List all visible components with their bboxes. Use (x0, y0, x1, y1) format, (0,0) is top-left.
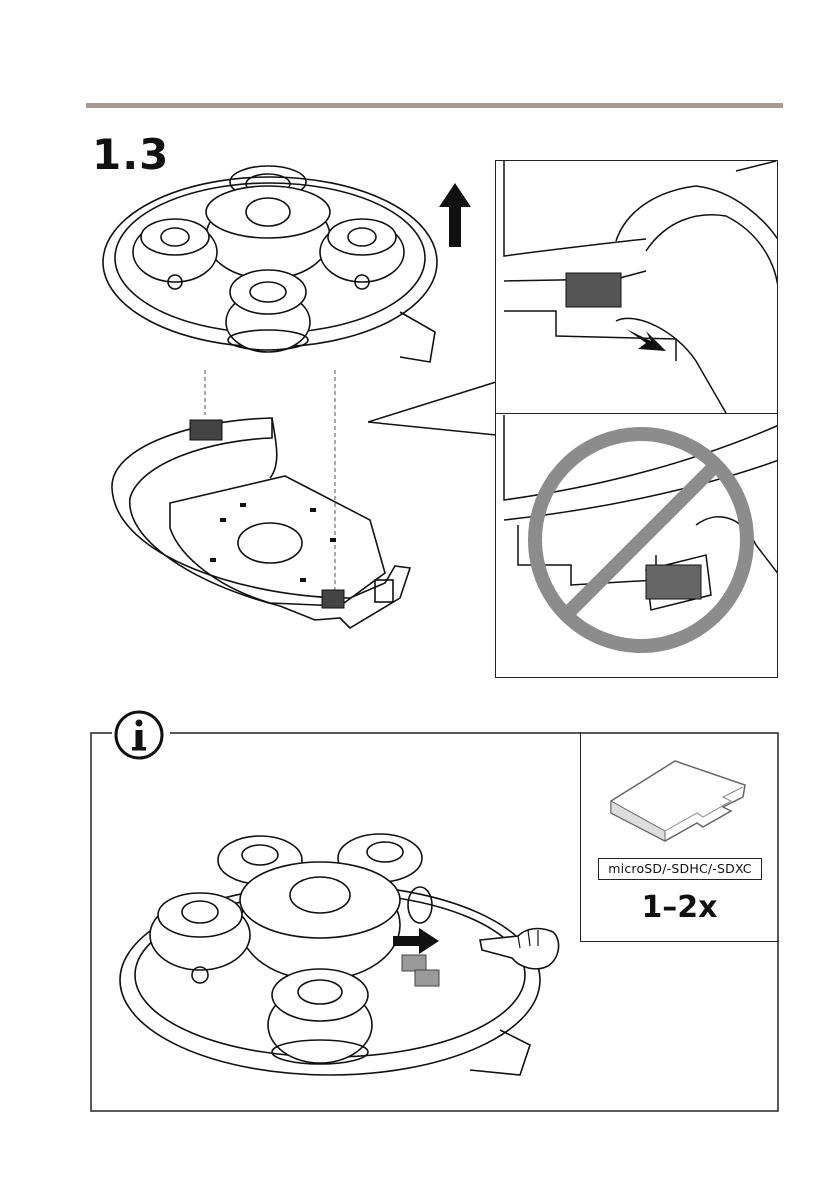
arrow-right-icon (393, 928, 439, 954)
info-icon (112, 708, 166, 762)
camera-top-illustration (100, 162, 445, 372)
detail-box (495, 160, 778, 678)
arrow-up-icon (437, 183, 473, 247)
prohibited-icon (524, 423, 758, 657)
sd-card-icon (605, 755, 750, 845)
camera-base-illustration (100, 408, 415, 633)
detail-divider (496, 413, 777, 414)
pointing-hand-illustration (478, 918, 563, 973)
sd-card-label: microSD/-SDHC/-SDXC (598, 858, 762, 880)
detail-correct-illustration (496, 161, 778, 413)
sd-card-quantity: 1–2x (580, 893, 779, 923)
header-rule (86, 103, 783, 108)
